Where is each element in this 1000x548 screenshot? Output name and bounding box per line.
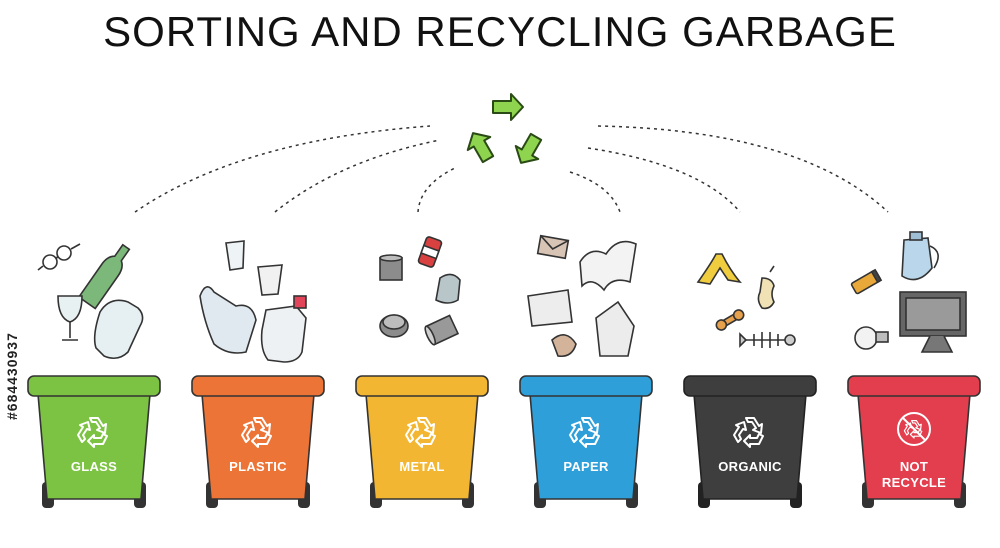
glasses-icon (37, 243, 81, 271)
monitor-icon (899, 291, 967, 353)
connector-paper (569, 171, 621, 213)
glass-items (37, 243, 144, 360)
crushed-can-icon (435, 273, 461, 304)
no-recycle-icon (897, 412, 931, 446)
bone-icon (715, 309, 745, 331)
bin-label-paper: PAPER (563, 459, 609, 474)
light-bulb-icon (854, 326, 889, 350)
connector-plastic (274, 139, 441, 213)
organic-items (696, 253, 796, 348)
connector-not-recycle (597, 125, 889, 213)
connector-metal (417, 167, 456, 213)
jar-icon (93, 299, 144, 360)
tuna-can-icon (379, 314, 409, 338)
bin-metal (355, 375, 489, 508)
bin-label-glass: GLASS (70, 459, 118, 474)
connector-glass (134, 125, 431, 213)
detergent-bottle-icon (260, 295, 307, 363)
envelope-icon (536, 234, 570, 260)
plastic-bag-icon (199, 286, 257, 354)
bin-glass (27, 375, 161, 508)
paper-bag-icon (595, 300, 635, 357)
connector-lines (134, 125, 889, 213)
metal-items (379, 236, 461, 346)
bin-label-organic: ORGANIC (718, 459, 782, 474)
fish-bone-icon (739, 332, 796, 348)
book-icon (579, 240, 637, 292)
crumpled-paper-icon (551, 334, 577, 358)
cup-icon (225, 240, 245, 271)
bin-paper (519, 375, 653, 508)
bin-label-metal: METAL (399, 459, 445, 474)
can-icon (424, 314, 460, 346)
yogurt-cup-icon (257, 264, 283, 296)
newspaper-icon (527, 289, 573, 327)
not-recycle-items (850, 231, 967, 353)
bin-label-plastic: PLASTIC (229, 459, 287, 474)
plastic-items (199, 240, 307, 363)
battery-icon (850, 268, 883, 295)
wine-glass-icon (57, 295, 83, 341)
banana-peel-icon (696, 253, 742, 285)
paper-items (527, 234, 637, 358)
green-bottle-icon (77, 243, 131, 310)
bin-plastic (191, 375, 325, 508)
kettle-icon (901, 231, 939, 281)
recycle-symbol-icon (460, 93, 549, 171)
bin-not-recycle (847, 375, 981, 508)
connector-organic (587, 147, 741, 213)
bin-label-not-recycle-line1: NOT (899, 459, 929, 474)
bin-label-not-recycle: NOT RECYCLE (854, 459, 974, 491)
apple-core-icon (757, 265, 775, 310)
bin-label-not-recycle-line2: RECYCLE (881, 475, 947, 490)
soda-can-icon (417, 236, 443, 268)
bin-organic (683, 375, 817, 508)
tin-can-icon (379, 254, 403, 281)
page-title: SORTING AND RECYCLING GARBAGE (103, 8, 897, 55)
